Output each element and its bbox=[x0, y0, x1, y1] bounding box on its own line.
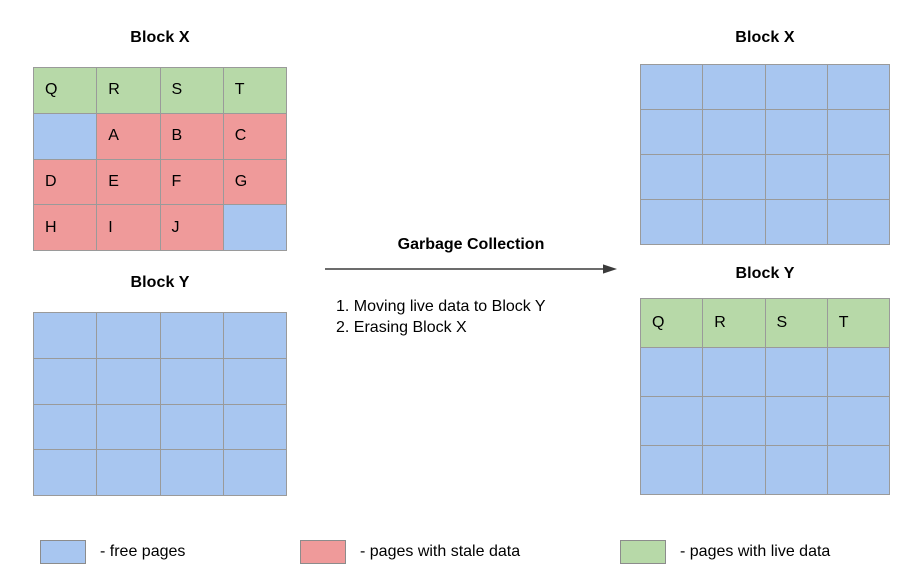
before-block-x-grid-cell-r1c3: S bbox=[160, 68, 224, 114]
after-block-x-grid-cell-r4c2 bbox=[703, 200, 766, 245]
before-block-x-grid-cell-r3c2: E bbox=[97, 159, 161, 206]
after-block-y-grid-cell-r3c3 bbox=[765, 397, 828, 446]
before-block-x-grid-cell-r4c4 bbox=[223, 205, 287, 251]
legend-swatch-stale-icon bbox=[300, 540, 346, 564]
before-block-x-grid-cell-r3c4: G bbox=[223, 159, 287, 206]
after-block-y-grid-cell-r4c3 bbox=[765, 446, 828, 495]
after-block-y-grid-cell-r1c2: R bbox=[703, 299, 766, 348]
legend-item-live: - pages with live data bbox=[620, 539, 830, 565]
before-block-y-grid-cell-r1c4 bbox=[223, 313, 287, 359]
after-block-x-grid-cell-r2c1 bbox=[641, 110, 704, 155]
before-block-y-grid-cell-r3c1 bbox=[34, 404, 98, 451]
before-block-x-grid-cell-r4c1: H bbox=[34, 205, 98, 251]
after-block-x-grid-cell-r1c4 bbox=[827, 65, 890, 110]
legend-label-live: - pages with live data bbox=[680, 543, 831, 560]
after-block-y-grid-cell-r1c3: S bbox=[765, 299, 828, 348]
gc-step-2: 2. Erasing Block X bbox=[336, 319, 467, 336]
before-block-y-grid-cell-r3c2 bbox=[97, 404, 161, 451]
after-block-y-grid-cell-r4c4 bbox=[827, 446, 890, 495]
before-block-y-grid-cell-r1c1 bbox=[34, 313, 98, 359]
before-block-y-grid-cell-r3c4 bbox=[223, 404, 287, 451]
after-block-x-grid-cell-r1c2 bbox=[703, 65, 766, 110]
before-block-x-grid-cell-r4c2: I bbox=[97, 205, 161, 251]
after-block-x-grid-cell-r4c3 bbox=[765, 200, 828, 245]
after-block-x-grid-cell-r3c3 bbox=[765, 155, 828, 200]
legend-item-free: - free pages bbox=[40, 539, 185, 565]
before-block-x-grid-cell-r1c4: T bbox=[223, 68, 287, 114]
before-block-x-grid-cell-r2c2: A bbox=[97, 113, 161, 160]
after-block-x-grid-cell-r3c2 bbox=[703, 155, 766, 200]
garbage-collection-steps: 1. Moving live data to Block Y 2. Erasin… bbox=[336, 296, 626, 338]
before-block-y-grid-cell-r2c2 bbox=[97, 358, 161, 405]
legend-item-stale: - pages with stale data bbox=[300, 539, 520, 565]
before-block-y-grid-cell-r4c4 bbox=[223, 450, 287, 496]
after-block-x-title: Block X bbox=[735, 29, 795, 46]
before-block-y-grid-cell-r3c3 bbox=[160, 404, 224, 451]
before-block-x-grid-cell-r3c1: D bbox=[34, 159, 98, 206]
after-block-y-grid-cell-r3c2 bbox=[703, 397, 766, 446]
after-block-x-grid-cell-r2c3 bbox=[765, 110, 828, 155]
before-block-y-grid-cell-r2c4 bbox=[223, 358, 287, 405]
after-block-y-grid-cell-r2c4 bbox=[827, 348, 890, 397]
legend-swatch-live-icon bbox=[620, 540, 666, 564]
before-block-y-title: Block Y bbox=[130, 274, 190, 291]
before-block-y-grid-cell-r4c2 bbox=[97, 450, 161, 496]
before-block-y-grid-cell-r4c3 bbox=[160, 450, 224, 496]
gc-step-1: 1. Moving live data to Block Y bbox=[336, 298, 546, 315]
before-block-x-grid-cell-r1c2: R bbox=[97, 68, 161, 114]
after-block-y-grid-cell-r2c1 bbox=[641, 348, 704, 397]
after-block-x-grid-cell-r4c1 bbox=[641, 200, 704, 245]
after-block-x-grid-cell-r2c4 bbox=[827, 110, 890, 155]
legend-label-free: - free pages bbox=[100, 543, 186, 560]
after-block-x-grid-cell-r2c2 bbox=[703, 110, 766, 155]
before-block-x-grid-cell-r2c4: C bbox=[223, 113, 287, 160]
after-block-y-grid-cell-r2c3 bbox=[765, 348, 828, 397]
after-block-x-grid-cell-r1c3 bbox=[765, 65, 828, 110]
before-block-y-grid-cell-r1c2 bbox=[97, 313, 161, 359]
before-block-x-title: Block X bbox=[130, 29, 190, 46]
after-block-y-grid-cell-r4c2 bbox=[703, 446, 766, 495]
after-block-x-grid-cell-r3c1 bbox=[641, 155, 704, 200]
after-block-y-title: Block Y bbox=[735, 265, 795, 282]
after-block-y-grid-cell-r2c2 bbox=[703, 348, 766, 397]
after-block-x-grid-cell-r4c4 bbox=[827, 200, 890, 245]
before-block-x-grid-cell-r1c1: Q bbox=[34, 68, 98, 114]
garbage-collection-heading: Garbage Collection bbox=[397, 236, 545, 253]
before-block-y-grid-cell-r1c3 bbox=[160, 313, 224, 359]
after-block-x-grid-cell-r3c4 bbox=[827, 155, 890, 200]
after-block-y-grid-cell-r3c1 bbox=[641, 397, 704, 446]
before-block-y-grid bbox=[33, 312, 287, 496]
before-block-x-grid-cell-r3c3: F bbox=[160, 159, 224, 206]
after-block-y-grid-cell-r3c4 bbox=[827, 397, 890, 446]
after-block-y-grid-cell-r1c1: Q bbox=[641, 299, 704, 348]
arrow-right-icon bbox=[325, 262, 617, 276]
after-block-x-grid bbox=[640, 64, 890, 245]
legend-swatch-free-icon bbox=[40, 540, 86, 564]
after-block-y-grid-cell-r4c1 bbox=[641, 446, 704, 495]
before-block-y-grid-cell-r2c1 bbox=[34, 358, 98, 405]
before-block-x-grid-cell-r2c1 bbox=[34, 113, 98, 160]
before-block-x-grid-cell-r2c3: B bbox=[160, 113, 224, 160]
before-block-y-grid-cell-r2c3 bbox=[160, 358, 224, 405]
legend-label-stale: - pages with stale data bbox=[360, 543, 521, 560]
before-block-x-grid-cell-r4c3: J bbox=[160, 205, 224, 251]
after-block-y-grid-cell-r1c4: T bbox=[827, 299, 890, 348]
after-block-x-grid-cell-r1c1 bbox=[641, 65, 704, 110]
before-block-y-grid-cell-r4c1 bbox=[34, 450, 98, 496]
